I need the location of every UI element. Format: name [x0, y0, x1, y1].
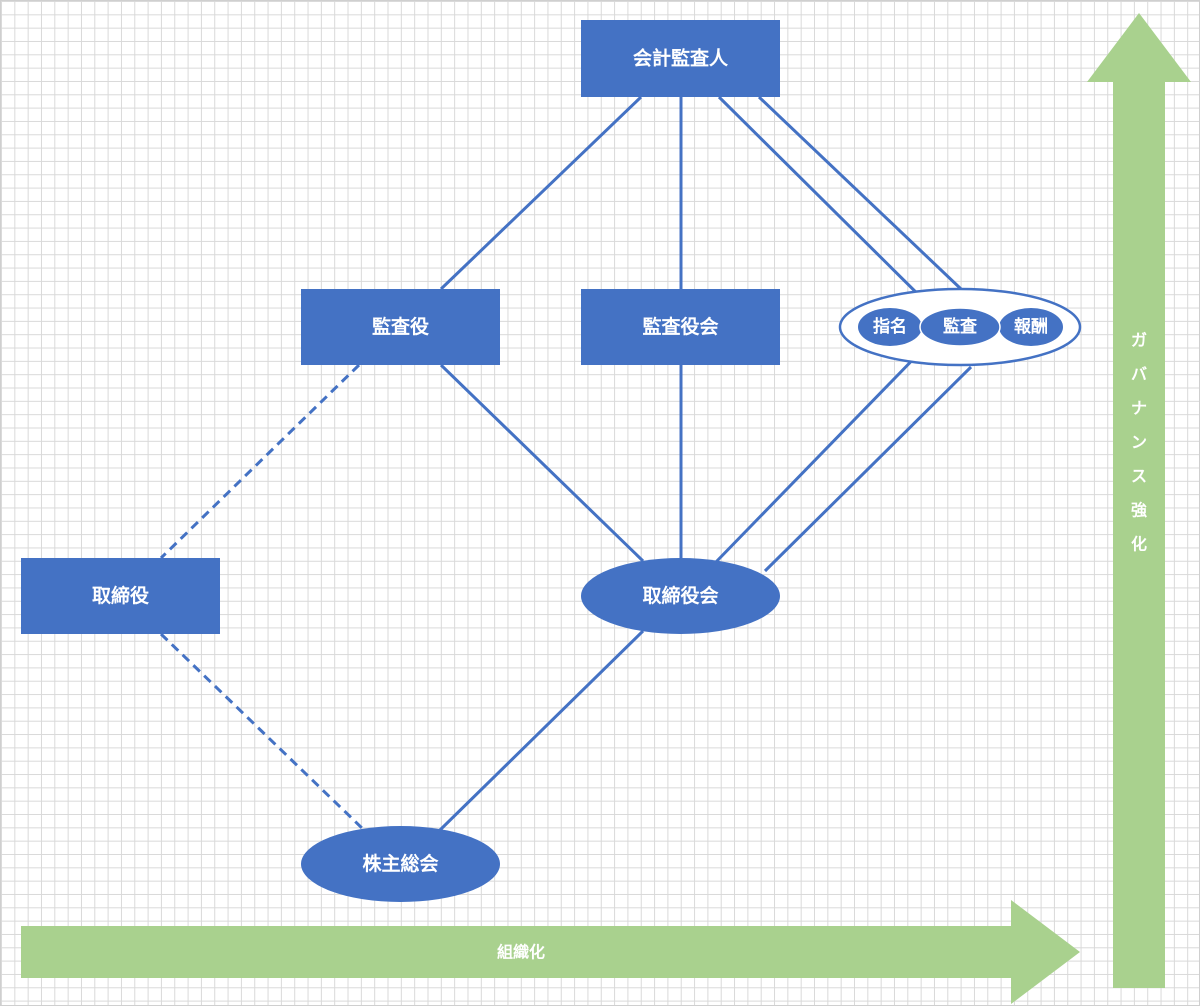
line-auditor-to-committees-a — [717, 95, 941, 317]
governance-char-2: バ — [1131, 365, 1147, 384]
line-corporate-auditor-to-board — [439, 363, 645, 563]
dashed-line-corporate-auditor-to-director — [159, 363, 361, 560]
governance-char-1: ガ — [1131, 331, 1147, 350]
corporate-auditor-label: 監査役 — [372, 315, 429, 338]
governance-char-5: ス — [1131, 467, 1147, 486]
line-auditor-to-committees-b — [757, 95, 963, 291]
audit-committee-label: 監査 — [943, 316, 978, 337]
line-committees-to-board-b — [763, 365, 973, 573]
dashed-connectors — [159, 363, 365, 831]
compensation-committee-ellipse — [999, 308, 1063, 346]
nomination-committee-ellipse — [858, 308, 922, 346]
organization-arrow — [21, 900, 1080, 1004]
line-committees-to-board-a — [713, 341, 931, 565]
director-label: 取締役 — [92, 584, 149, 607]
governance-char-6: 強 — [1131, 501, 1147, 520]
director-box — [21, 558, 220, 634]
audit-board-label: 監査役会 — [642, 315, 718, 338]
governance-char-4: ン — [1131, 433, 1147, 452]
connectors — [437, 95, 973, 833]
board-of-directors-ellipse — [581, 558, 780, 634]
accounting-auditor-label: 会計監査人 — [633, 47, 729, 70]
dashed-line-director-to-shareholders — [159, 632, 365, 831]
nomination-committee-label: 指名 — [873, 316, 907, 337]
board-of-directors-label: 取締役会 — [642, 584, 718, 607]
organization-arrow-label: 組織化 — [497, 943, 545, 962]
accounting-auditor-box — [581, 20, 780, 97]
governance-char-7: 化 — [1131, 535, 1147, 554]
governance-arrow-label: ガ バ ナ ン ス 強 化 — [1131, 331, 1147, 554]
governance-arrow — [1087, 13, 1191, 988]
line-auditor-to-corporate-auditor — [439, 95, 643, 291]
compensation-committee-label: 報酬 — [1014, 316, 1048, 337]
line-board-to-shareholders — [437, 629, 645, 833]
shareholders-meeting-ellipse — [301, 826, 500, 902]
audit-committee-ellipse — [919, 307, 1001, 347]
audit-board-box — [581, 289, 780, 365]
shareholders-meeting-label: 株主総会 — [362, 852, 438, 875]
corporate-auditor-box — [301, 289, 500, 365]
governance-char-3: ナ — [1131, 399, 1147, 418]
